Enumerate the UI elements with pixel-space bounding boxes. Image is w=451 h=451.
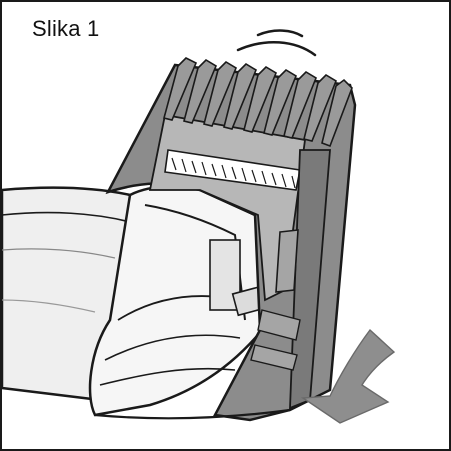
motion-lines-icon <box>236 29 317 57</box>
figure-label: Slika 1 <box>32 16 100 41</box>
comb-attachment <box>94 57 357 422</box>
curved-arrow-down-icon <box>300 328 396 424</box>
